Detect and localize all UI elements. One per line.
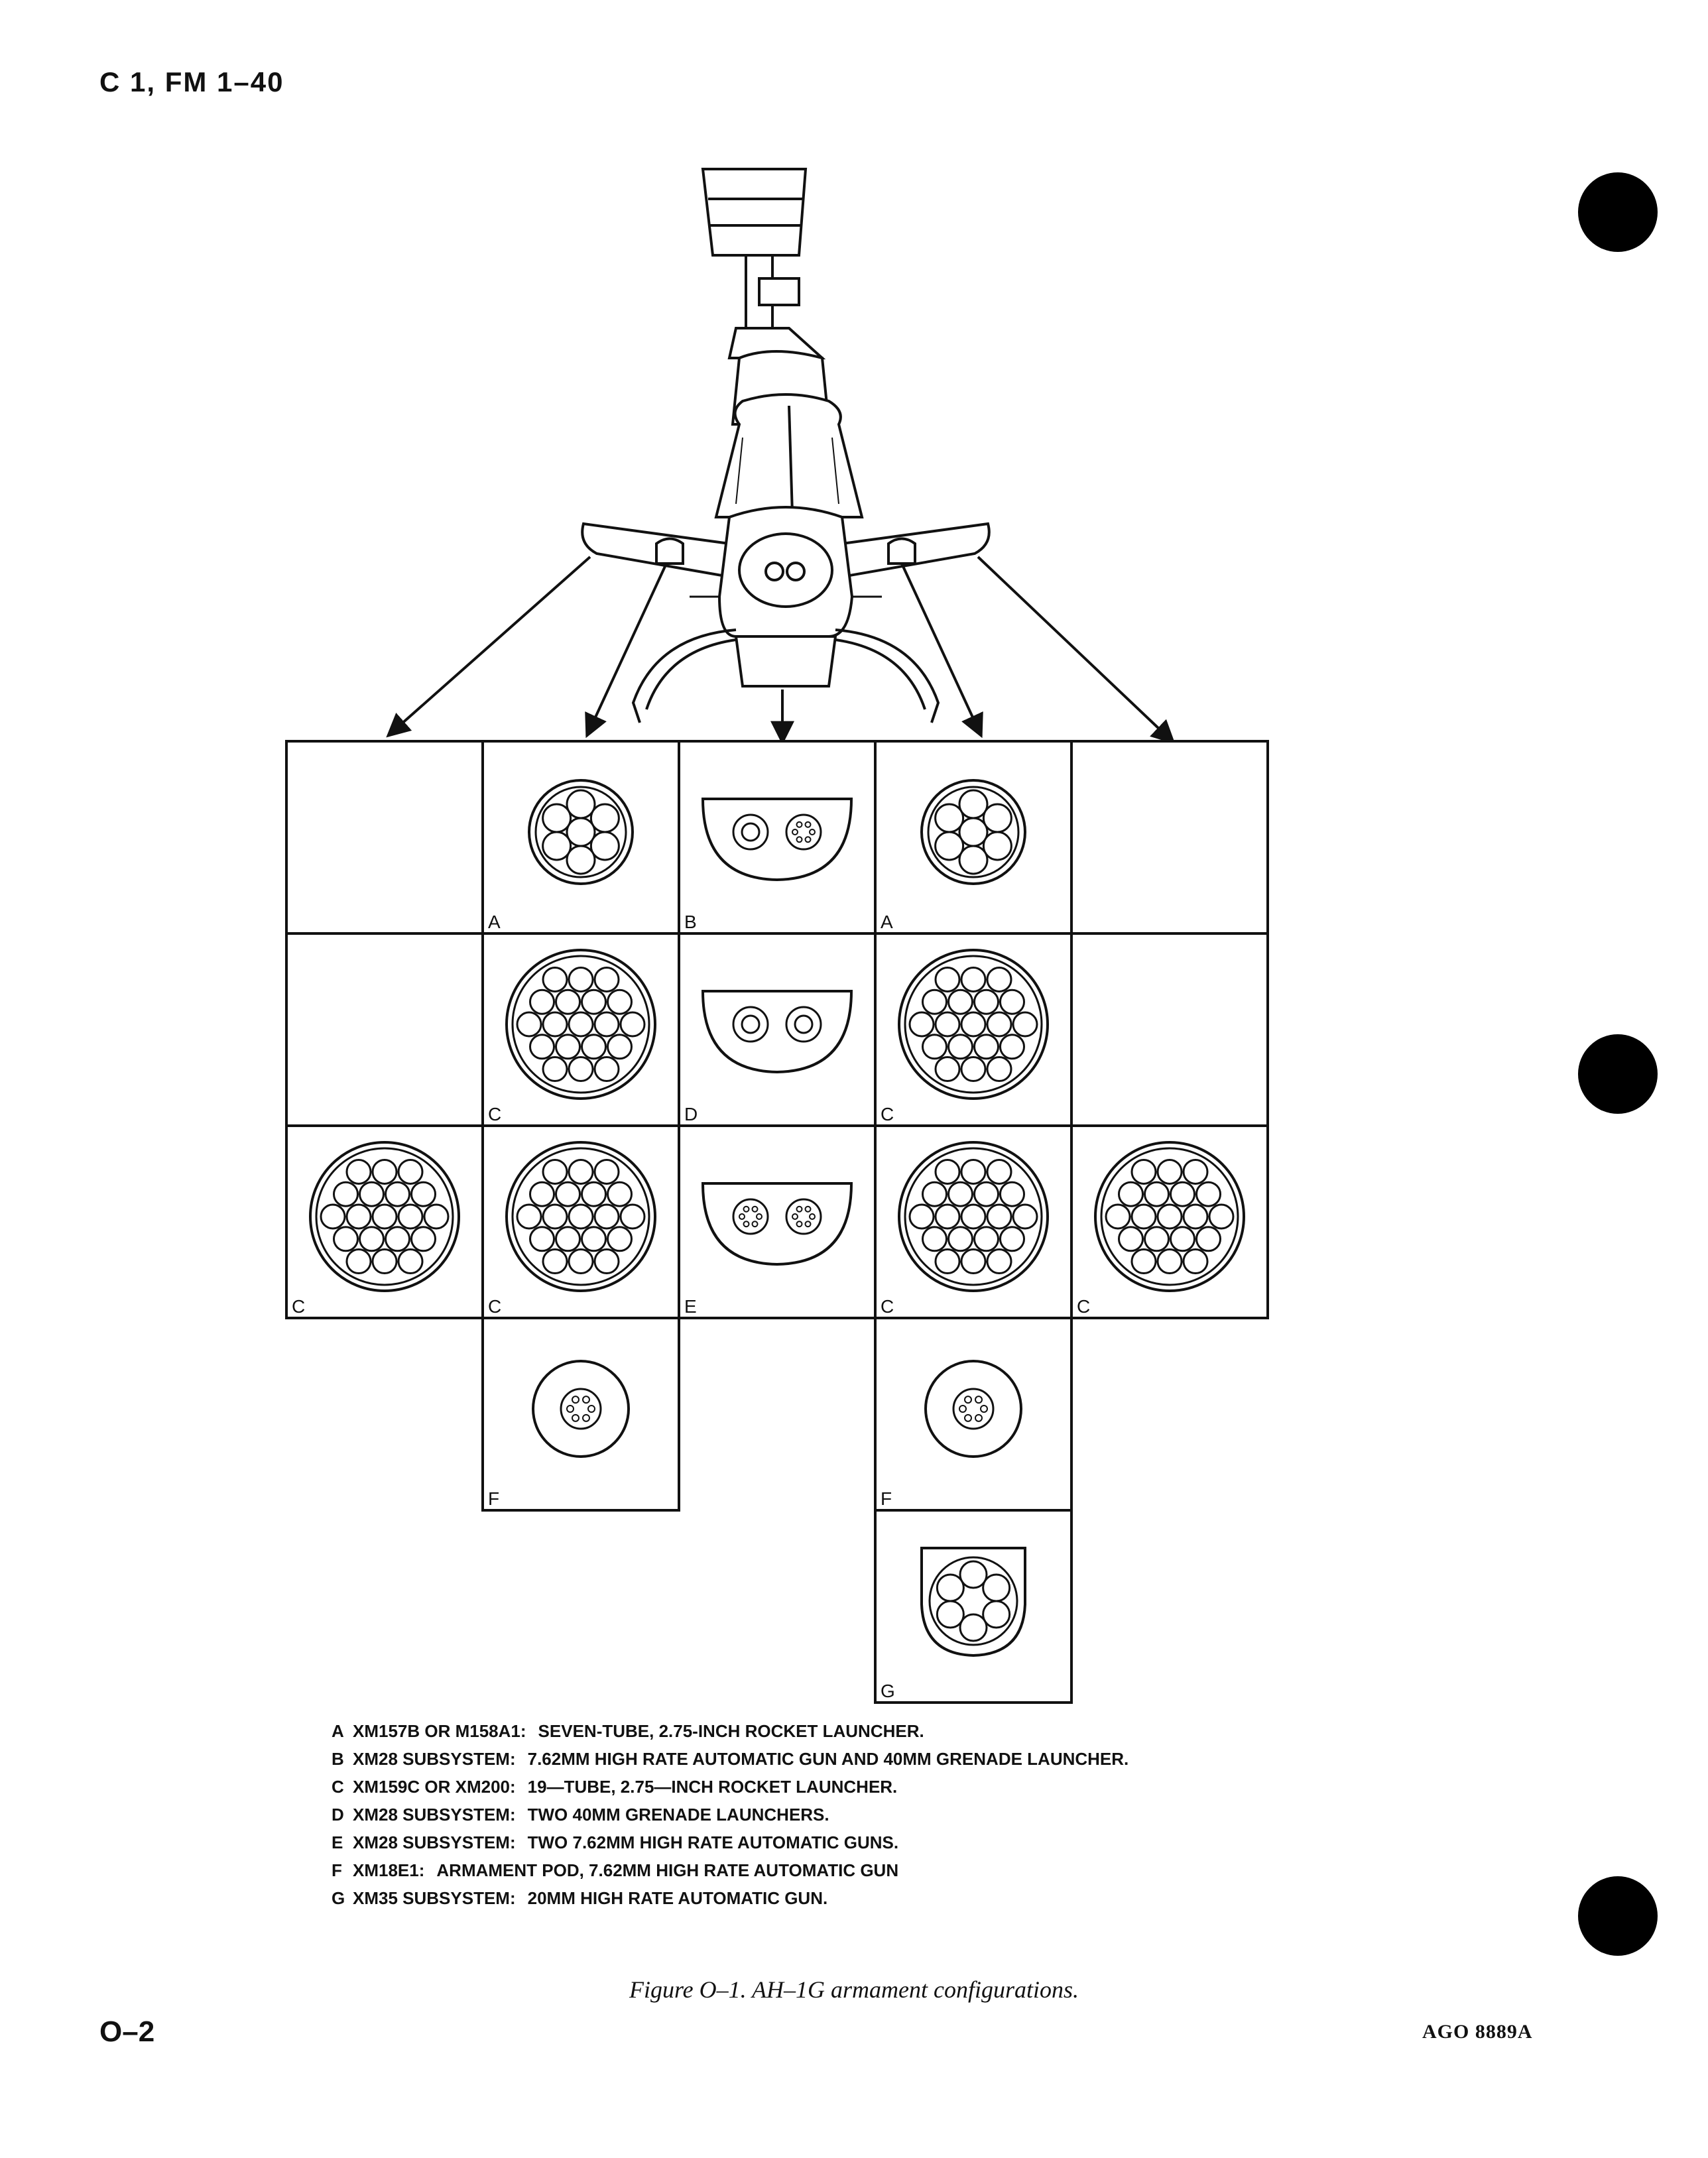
config-cell-e-2-2: E xyxy=(678,1124,877,1319)
arrow-station-2 xyxy=(585,563,668,739)
helicopter-illustration xyxy=(581,168,991,723)
legend-designation: XM157B OR M158A1: xyxy=(353,1720,526,1741)
config-cell-a-0-1: A xyxy=(481,740,680,935)
arrow-station-4 xyxy=(977,556,1176,745)
legend-item-d: D XM28 SUBSYSTEM: TWO 40MM GRENADE LAUNCHE… xyxy=(332,1801,1128,1828)
cell-border xyxy=(1070,740,1269,935)
legend-item-a: A XM157B OR M158A1: SEVEN-TUBE, 2.75-INCH … xyxy=(332,1717,1128,1745)
legend: A XM157B OR M158A1: SEVEN-TUBE, 2.75-INCH … xyxy=(332,1717,1128,1912)
legend-designation: XM35 SUBSYSTEM: xyxy=(353,1888,516,1908)
config-cell-d-1-2: D xyxy=(678,932,877,1127)
cell-label: C xyxy=(292,1296,305,1317)
legend-item-e: E XM28 SUBSYSTEM: TWO 7.62MM HIGH RATE AUT… xyxy=(332,1828,1128,1856)
cell-label: A xyxy=(881,912,893,932)
legend-key: A xyxy=(332,1720,344,1741)
config-cell-c-1-3: C xyxy=(874,932,1073,1127)
figure-caption: Figure O–1. AH–1G armament configuration… xyxy=(629,1976,1079,2003)
cell-border xyxy=(1070,932,1269,1127)
publication-code: AGO 8889A xyxy=(1422,2021,1533,2043)
legend-item-b: B XM28 SUBSYSTEM: 7.62MM HIGH RATE AUTOMAT… xyxy=(332,1745,1128,1773)
cell-label: F xyxy=(881,1488,892,1509)
config-cell-empty-1-4 xyxy=(1070,932,1269,1127)
config-cell-c-2-4: C xyxy=(1070,1124,1269,1319)
cell-label: E xyxy=(684,1296,697,1317)
cell-label: C xyxy=(488,1296,501,1317)
legend-key: C xyxy=(332,1776,344,1797)
config-cell-c-2-3: C xyxy=(874,1124,1073,1319)
cell-border xyxy=(285,740,484,935)
cell-label: C xyxy=(488,1104,501,1124)
legend-description: TWO 40MM GRENADE LAUNCHERS. xyxy=(527,1804,829,1825)
legend-key: B xyxy=(332,1748,344,1769)
config-cell-b-0-2: B xyxy=(678,740,877,935)
legend-item-c: C XM159C OR XM200: 19—TUBE, 2.75—INCH ROCK… xyxy=(332,1773,1128,1801)
punch-hole-middle xyxy=(1578,1034,1658,1114)
punch-hole-bottom xyxy=(1578,1876,1658,1956)
legend-item-g: G XM35 SUBSYSTEM: 20MM HIGH RATE AUTOMATIC… xyxy=(332,1884,1128,1912)
config-cell-a-0-3: A xyxy=(874,740,1073,935)
legend-key: D xyxy=(332,1804,344,1825)
legend-description: SEVEN-TUBE, 2.75-INCH ROCKET LAUNCHER. xyxy=(538,1720,924,1741)
legend-description: ARMAMENT POD, 7.62MM HIGH RATE AUTOMATIC… xyxy=(436,1860,899,1880)
arrow-station-1 xyxy=(386,556,591,738)
cell-label: G xyxy=(881,1681,895,1701)
config-cell-empty-1-0 xyxy=(285,932,484,1127)
cell-label: C xyxy=(881,1104,894,1124)
legend-designation: XM159C OR XM200: xyxy=(353,1776,516,1797)
legend-description: 7.62MM HIGH RATE AUTOMATIC GUN AND 40MM … xyxy=(527,1748,1129,1769)
cell-label: C xyxy=(881,1296,894,1317)
legend-designation: XM28 SUBSYSTEM: xyxy=(353,1832,516,1852)
legend-description: 19—TUBE, 2.75—INCH ROCKET LAUNCHER. xyxy=(527,1776,898,1797)
cell-label: A xyxy=(488,912,501,932)
cell-border xyxy=(285,932,484,1127)
config-cell-c-2-1: C xyxy=(481,1124,680,1319)
legend-key: G xyxy=(332,1888,345,1908)
page-header: C 1, FM 1–40 xyxy=(99,66,284,97)
config-cell-c-2-0: C xyxy=(285,1124,484,1319)
page-number: O–2 xyxy=(99,2015,155,2048)
configuration-grid: A B A C D C C C E C C F F G xyxy=(285,740,1269,1704)
cell-label: B xyxy=(684,912,697,932)
cell-label: D xyxy=(684,1104,698,1124)
armament-figure: A B A C D C C C E C C F F G xyxy=(285,168,1269,1704)
legend-description: TWO 7.62MM HIGH RATE AUTOMATIC GUNS. xyxy=(527,1832,899,1852)
legend-designation: XM18E1: xyxy=(353,1860,425,1880)
config-cell-f-3-3: F xyxy=(874,1317,1073,1512)
legend-key: F xyxy=(332,1860,342,1880)
config-cell-g-4-3: G xyxy=(874,1509,1073,1704)
config-cell-c-1-1: C xyxy=(481,932,680,1127)
config-cell-empty-0-0 xyxy=(285,740,484,935)
cell-label: F xyxy=(488,1488,499,1509)
legend-designation: XM28 SUBSYSTEM: xyxy=(353,1804,516,1825)
punch-hole-top xyxy=(1578,172,1658,252)
config-cell-empty-0-4 xyxy=(1070,740,1269,935)
station-arrows xyxy=(386,556,1176,745)
config-cell-f-3-1: F xyxy=(481,1317,680,1512)
cell-label: C xyxy=(1077,1296,1090,1317)
arrow-station-3 xyxy=(900,563,983,739)
legend-description: 20MM HIGH RATE AUTOMATIC GUN. xyxy=(527,1888,828,1908)
legend-item-f: F XM18E1: ARMAMENT POD, 7.62MM HIGH RATE A… xyxy=(332,1856,1128,1884)
legend-key: E xyxy=(332,1832,343,1852)
legend-designation: XM28 SUBSYSTEM: xyxy=(353,1748,516,1769)
